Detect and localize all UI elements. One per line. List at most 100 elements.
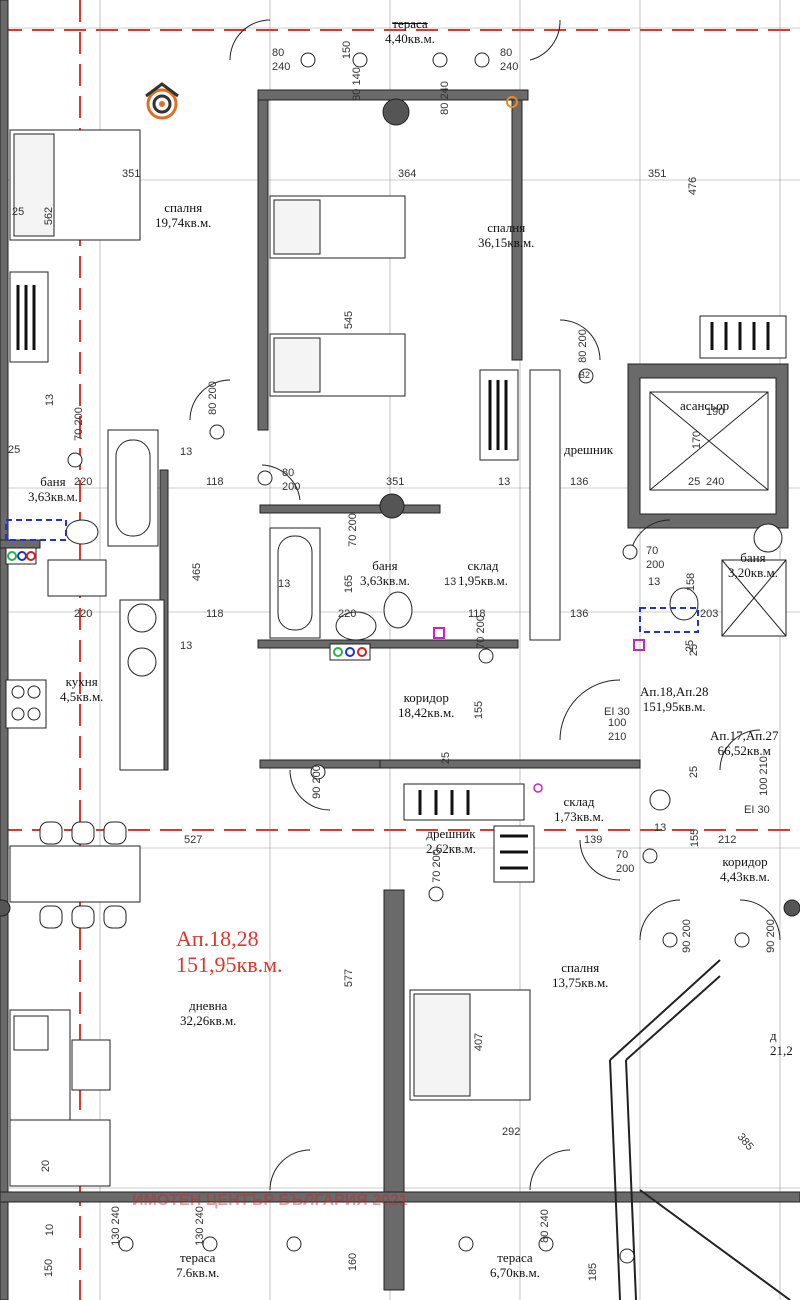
dimension: 170 [691, 430, 704, 450]
dimension: 25 [12, 206, 25, 218]
dimension: 25 [440, 751, 453, 765]
dining-table [9, 821, 141, 929]
wardrobes [9, 271, 787, 883]
dimension: 407 [473, 1032, 486, 1052]
dimension: 220 [74, 608, 93, 620]
door-dimension: 90 200 [764, 919, 777, 953]
sinks-toilets [65, 519, 783, 641]
dimension: 545 [343, 310, 356, 330]
fire-door-tag: EI 30 [744, 804, 770, 816]
door-dimension: 150 [341, 40, 354, 60]
door-dimension: 90 200 [680, 919, 693, 953]
door-dimension: 100 210 [757, 756, 770, 796]
door-markers [67, 52, 750, 1264]
door-dimension: 130 240 [109, 1206, 122, 1246]
dimension: 155 [689, 828, 702, 848]
dimension: 160 [347, 1252, 360, 1272]
dimension: 185 [587, 1262, 600, 1282]
dimension: 158 [685, 572, 698, 592]
dimension: 136 [570, 608, 589, 620]
wardrobe-label: дрешник [564, 442, 614, 457]
dimension: 240 [706, 476, 725, 488]
fire-door-tag: EI 30 [604, 706, 630, 718]
dimension: 20 [40, 1159, 53, 1173]
dimension: 13 [180, 446, 193, 458]
dimension: 351 [386, 476, 405, 488]
bathtubs [107, 429, 787, 639]
dimension: 150 [43, 1258, 56, 1278]
door-dimension: 80 140 [350, 67, 363, 101]
dimension: 25 [8, 444, 21, 456]
kitchen-counter [5, 559, 165, 771]
marker-tag: B2 [579, 370, 591, 380]
door-dimension: 130 240 [193, 1206, 206, 1246]
dimension: 13 [44, 393, 57, 407]
dimension: 165 [343, 574, 356, 594]
dimension: 212 [718, 834, 737, 846]
dimension: 13 [180, 640, 193, 652]
house-target-icon [145, 82, 179, 120]
dimension: 292 [502, 1126, 521, 1138]
door-dimension: 80 240 [438, 81, 451, 115]
elevator-shaft [627, 363, 789, 529]
dimension: 10 [44, 1223, 57, 1237]
dimension: 577 [343, 968, 356, 988]
dimension: 118 [206, 608, 224, 620]
dimension: 220 [338, 608, 357, 620]
dimension: 13 [278, 578, 291, 590]
dimension: 13 [444, 576, 457, 588]
dimension: 351 [648, 168, 667, 180]
dimension: 465 [191, 562, 204, 582]
dimension: 25 [688, 643, 701, 657]
dimension: 351 [122, 168, 141, 180]
door-dimension: 80 200 [576, 329, 589, 363]
dimension: 25 [688, 476, 701, 488]
angled-walls [609, 959, 791, 1300]
dimension: 13 [654, 822, 667, 834]
dimension: 562 [43, 206, 56, 226]
watermark: ИМОТЕН ЦЕНТЪР БЪЛГАРИЯ 2021 [132, 1192, 408, 1209]
sofa [9, 1009, 111, 1187]
door-swings [189, 19, 781, 1191]
door-dimension: 80 200 [206, 381, 219, 415]
beds [9, 129, 531, 1101]
columns [0, 98, 800, 917]
utility-markers [5, 96, 699, 793]
door-dimension: 70 200 [474, 615, 487, 649]
door-dimension: 70 200 [346, 513, 359, 547]
dimension: 13 [498, 476, 511, 488]
dimension: 118 [468, 608, 486, 620]
dimension: 25 [688, 765, 701, 779]
dimension: 118 [206, 476, 224, 488]
dimension: 364 [398, 168, 417, 180]
elevator-label: асансьор [680, 398, 730, 413]
dimension: 190 [706, 406, 725, 418]
dimension: 139 [584, 834, 603, 846]
